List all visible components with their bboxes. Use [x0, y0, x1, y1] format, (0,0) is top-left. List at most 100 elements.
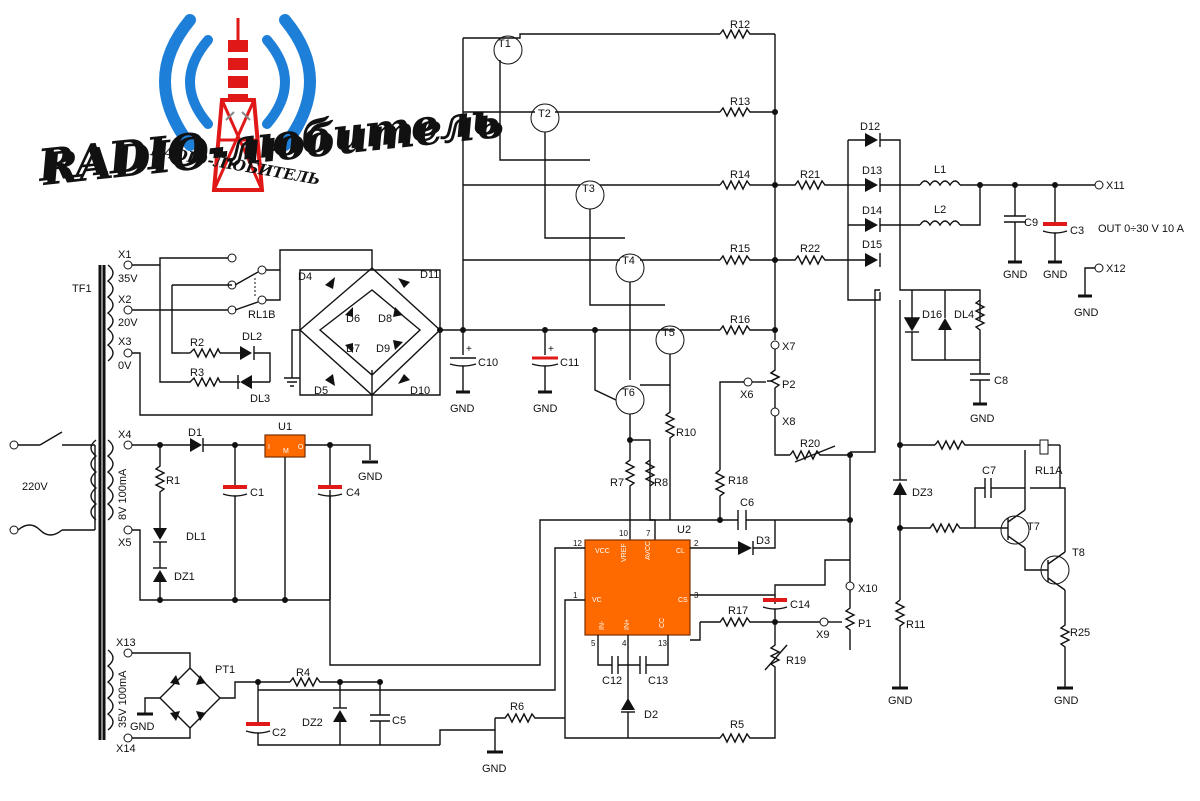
- u1-label: U1: [278, 421, 292, 433]
- r14-label: R14: [730, 169, 750, 181]
- r17-label: R17: [728, 605, 748, 617]
- pt1-bridge: [159, 667, 221, 729]
- svg-text:M: M: [283, 448, 289, 455]
- r6-gnd: GND: [482, 763, 507, 775]
- t2-label: T2: [538, 108, 551, 120]
- p2-label: P2: [782, 379, 795, 391]
- range-leds: R2 DL2 R3 DL3: [180, 331, 271, 405]
- protection-network: D16 DL4 C8 GND: [850, 260, 1008, 453]
- aux2-winding-label: 35V 100mA: [117, 670, 129, 728]
- fuse-icon: [17, 524, 63, 536]
- tap-20v: 20V: [118, 317, 138, 329]
- svg-text:+: +: [548, 344, 554, 355]
- d7-label: D7: [346, 343, 360, 355]
- r1-label: R1: [166, 475, 180, 487]
- r4-label: R4: [296, 667, 310, 679]
- r12-label: R12: [730, 19, 750, 31]
- current-adjust: X10 P1 X9 R17 R19 R5: [690, 581, 878, 744]
- c3-label: C3: [1070, 225, 1084, 237]
- aux-supply: X4 8V 100mA X5 D1 I M O U1 GND R1 DL1 DZ…: [117, 421, 383, 603]
- t5-label: T5: [662, 327, 675, 339]
- d5-label: D5: [314, 385, 328, 397]
- c3-gnd: GND: [1043, 269, 1068, 281]
- x8-label: X8: [782, 416, 795, 428]
- c12-label: C12: [602, 675, 622, 687]
- aux2-supply: X13 35V 100mA X14 PT1 GND R4 C2 DZ2 C5 G…: [116, 637, 565, 775]
- wave-right-inner: [262, 35, 290, 129]
- rl1b-label: RL1B: [248, 309, 276, 321]
- c10-label: C10: [478, 357, 498, 369]
- dl3-label: DL3: [250, 393, 270, 405]
- svg-text:CC: CC: [659, 618, 666, 628]
- l1-label: L1: [934, 164, 946, 176]
- r19-label: R19: [786, 655, 806, 667]
- ic-u2: U2 VCC VREF AVCC CL VC CS IN- IN+ CC 12 …: [258, 490, 850, 739]
- c8-label: C8: [994, 375, 1008, 387]
- pt1-gnd: GND: [130, 721, 155, 733]
- svg-text:5: 5: [591, 639, 596, 648]
- u2-body: [584, 539, 691, 636]
- u1-gnd: GND: [358, 471, 383, 483]
- d16-label: D16: [922, 309, 942, 321]
- r11-label: R11: [906, 619, 925, 631]
- c5-label: C5: [392, 715, 406, 727]
- r2-label: R2: [190, 337, 204, 349]
- r6-label: R6: [510, 701, 524, 713]
- c1-label: C1: [250, 487, 264, 499]
- svg-text:7: 7: [646, 529, 651, 538]
- dl4-label: DL4: [954, 309, 974, 321]
- x7-label: X7: [782, 341, 795, 353]
- transformer-taps: X1 35V X2 20V X3 0V: [118, 249, 138, 372]
- c8-gnd: GND: [970, 413, 995, 425]
- wave-left-outer: [159, 14, 196, 151]
- x10-label: X10: [858, 583, 878, 595]
- svg-text:I: I: [268, 444, 270, 451]
- c14-label: C14: [790, 599, 810, 611]
- d10-label: D10: [410, 385, 430, 397]
- svg-text:13: 13: [658, 639, 667, 648]
- tf1-primary: [90, 439, 98, 521]
- output-stage: D12 D13 D14 D15 L1 L2 C9 GND GND C3: [847, 121, 1185, 319]
- x9-label: X9: [816, 629, 829, 641]
- aux-winding-label: 8V 100mA: [117, 468, 129, 520]
- d13-label: D13: [862, 165, 882, 177]
- x6-label: X6: [740, 389, 753, 401]
- c13-label: C13: [648, 675, 668, 687]
- d4-label: D4: [298, 271, 312, 283]
- svg-text:4: 4: [622, 639, 627, 648]
- dl1-label: DL1: [186, 531, 206, 543]
- svg-text:VREF: VREF: [621, 543, 628, 562]
- r10-label: R10: [676, 427, 696, 439]
- ground-icon: [284, 377, 300, 387]
- svg-text:10: 10: [619, 529, 628, 538]
- r11-gnd: GND: [888, 695, 913, 707]
- r13-label: R13: [730, 96, 750, 108]
- d11-label: D11: [420, 269, 439, 281]
- d12-label: D12: [860, 121, 880, 133]
- c7-label: C7: [982, 465, 996, 477]
- c4-label: C4: [346, 487, 360, 499]
- dz1-label: DZ1: [174, 571, 195, 583]
- x14-label: X14: [116, 743, 136, 755]
- c10-gnd: GND: [450, 403, 475, 415]
- svg-text:AVCC: AVCC: [645, 541, 652, 560]
- t7-label: T7: [1027, 521, 1040, 533]
- relay-rl1b: RL1B: [132, 249, 373, 416]
- r20-label: R20: [800, 438, 820, 450]
- d8-label: D8: [378, 313, 392, 325]
- main-rail: + C10 GND + C11 GND: [440, 38, 675, 415]
- d1-label: D1: [188, 427, 202, 439]
- c9-gnd: GND: [1003, 269, 1028, 281]
- svg-text:CS: CS: [678, 597, 688, 604]
- svg-text:IN-: IN-: [599, 620, 606, 630]
- svg-text:VC: VC: [592, 597, 602, 604]
- x4-label: X4: [118, 429, 131, 441]
- tap-35v: 35V: [118, 273, 138, 285]
- transformer-tf1: TF1: [72, 264, 114, 740]
- dz2-label: DZ2: [302, 717, 323, 729]
- svg-text:CL: CL: [676, 548, 685, 555]
- r8-label: R8: [654, 477, 668, 489]
- svg-text:IN+: IN+: [624, 619, 631, 630]
- u2-label: U2: [677, 524, 691, 536]
